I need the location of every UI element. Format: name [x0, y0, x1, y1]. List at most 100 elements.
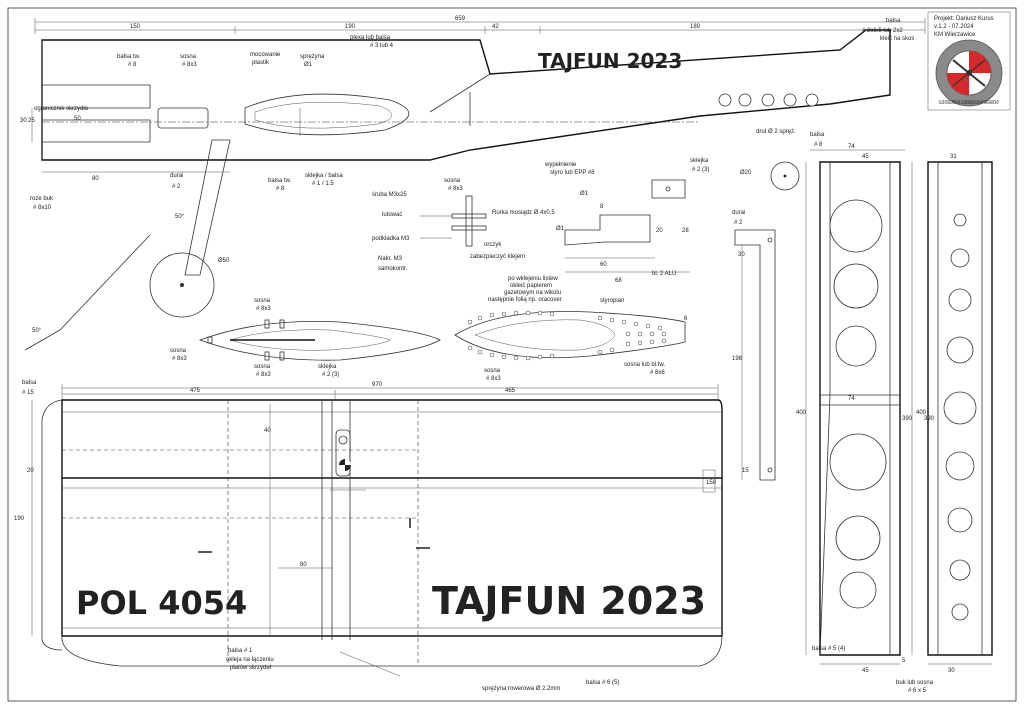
label-fin-buk-dim: # 6 x 5 — [908, 688, 927, 694]
dim-30r: 30 — [738, 252, 745, 258]
label-okleja2: płatów skrzydeł — [230, 665, 272, 671]
label-fin-balsa5: balsa # 5 (4) — [812, 646, 845, 652]
dim-8: 8 — [600, 204, 604, 210]
label-styropian: styropian — [600, 298, 624, 304]
label-fin-buk: buk lub sosna — [896, 680, 934, 686]
dim-25: 25 — [28, 118, 35, 124]
label-po-wklejeniu-3: gazetowym na wikolu — [504, 290, 561, 296]
club-logo-icon: KLUB MODELARSKI IM. EUGENIUSZA KULIKA W … — [935, 39, 1003, 107]
dim-fin-45b: 45 — [862, 668, 869, 674]
label-balsa-tw: balsa tw. — [117, 54, 141, 60]
label-sprezyna-rowerowa: sprężyna rowerowa Ø 2.2mm — [482, 686, 560, 692]
label-durai-right: durai — [732, 210, 745, 216]
dim-fin-5: 5 — [902, 658, 906, 664]
title-block: Projekt: Dariusz Kurus v.1.2 - 07.2024 K… — [927, 11, 1011, 111]
dim-fin-400b: 400 — [916, 410, 927, 416]
dim-50: 50 — [74, 116, 81, 122]
dim-150: 150 — [130, 24, 141, 30]
dim-wing-80: 80 — [300, 562, 307, 568]
label-durai: durai — [170, 173, 183, 179]
label-stab-sosna-d-dim: # 8x3 — [486, 376, 501, 382]
dim-198: 198 — [732, 356, 743, 362]
label-stab-sosna-b: sosna — [170, 348, 187, 354]
logo-ring-text: KLUB MODELARSKI IM. EUGENIUSZA KULIKA W … — [939, 100, 999, 106]
label-rurka: Rurka mosiądz Ø 4x0,5 — [492, 210, 555, 216]
label-okleja1: okleja na łączeniu — [226, 657, 274, 663]
dim-fin-390: 390 — [902, 416, 913, 422]
label-sosna-top-dim: # 8x3 — [182, 62, 197, 68]
label-zabezpieczyc: zabezpieczyć klejem — [470, 254, 525, 260]
sheet-frame — [7, 7, 1017, 702]
label-roze-buk: roze buk — [30, 196, 54, 202]
label-wypelnienie-dim: styro lub EPP #8 — [550, 170, 595, 176]
label-stab-sklejka: sklejka — [318, 364, 337, 370]
fuselage-title: TAJFUN 2023 — [538, 49, 682, 73]
fuselage-side-view: 659 150 190 42 189 30 25 50 80 ograniczn… — [20, 16, 926, 351]
title-line2: v.1.2 - 07.2024 — [934, 24, 974, 30]
dim-d1: Ø1 — [580, 191, 589, 197]
label-ogranicznik: ogranicznik skrzydła — [34, 106, 89, 112]
label-stab-sosna-d: sosna — [484, 368, 501, 374]
title-line1: Projekt: Dariusz Kurus — [934, 16, 994, 22]
wing-registration: POL 4054 — [76, 584, 247, 622]
label-sosna-mid-dim: # 8x3 — [448, 186, 463, 192]
label-balsa6: balsa # 6 (5) — [586, 680, 619, 686]
label-sklejka-balsa: sklejka / balsa — [305, 173, 343, 179]
angle-50a: 50° — [175, 214, 185, 220]
label-plexa: plexa lub balsa — [350, 35, 391, 41]
dim-30: 30 — [20, 118, 27, 124]
dim-15: 15 — [742, 468, 749, 474]
label-stab-sosna-e-dim: # 8x6 — [650, 370, 665, 376]
wing-title: TAJFUN 2023 — [432, 579, 706, 623]
label-po-wklejeniu-4: następnie folią np. oracover — [488, 297, 562, 303]
dim-d1b: Ø1 — [556, 226, 565, 232]
label-sklejka-small-dim: # 2 (3) — [692, 167, 709, 173]
dim-wheel-d50: Ø50 — [218, 258, 230, 264]
label-orczyk: orczyk — [484, 242, 502, 248]
title-line3: KM Wierzawice — [934, 32, 976, 38]
label-mocowanie: mocowanie — [250, 52, 281, 58]
dim-189: 189 — [690, 24, 701, 30]
label-durai-right-dim: # 2 — [734, 220, 743, 226]
label-sosna-top: sosna — [180, 54, 197, 60]
label-balsa-tail-dim: # 2x1.5 lub 2x2 — [862, 28, 903, 34]
label-lutowac: lutować — [382, 212, 402, 218]
dim-wing-190: 190 — [14, 516, 25, 522]
label-balsa-tw2-dim: # 8 — [276, 186, 285, 192]
wing-plan-view: 970 475 465 80 40 190 20 — [14, 380, 723, 692]
label-stab-sklejka-dim: # 2 (3) — [322, 372, 339, 378]
dim-fin-74b: 74 — [848, 396, 855, 402]
dim-d20: Ø20 — [740, 170, 752, 176]
label-sprezyna: sprężyna — [300, 54, 325, 60]
dim-wing-left: 475 — [190, 388, 201, 394]
label-nakr: Nakr. M3 — [378, 256, 403, 262]
label-balsa-fin-dim: # 8 — [814, 142, 823, 148]
dim-wing-20: 20 — [27, 468, 34, 474]
label-wypelnienie: wypełnienie — [544, 162, 577, 168]
stab-perforation — [467, 310, 667, 361]
label-durai-dim: # 2 — [172, 184, 181, 190]
dim-fuselage-total: 659 — [455, 16, 466, 22]
dim-190: 190 — [345, 24, 356, 30]
dim-fin-74: 74 — [848, 144, 855, 150]
label-sklejka-small: sklejka — [690, 158, 709, 164]
dim-wing-158: 158 — [706, 480, 717, 486]
label-plexa-dim: # 3 lub 4 — [370, 43, 394, 49]
dim-fin-390b: 390 — [924, 416, 935, 422]
dim-wing-40: 40 — [264, 428, 271, 434]
dim-42: 42 — [492, 24, 499, 30]
label-balsa-tail: balsa — [886, 18, 901, 24]
label-sklejka-balsa-dim: # 1 / 1.5 — [312, 181, 334, 187]
label-balsa1: balsa # 1 — [228, 648, 253, 654]
label-balsa15-dim: # 15 — [22, 390, 34, 396]
label-samokontr: samokontr. — [378, 266, 408, 272]
label-balsa-tw-dim: # 8 — [128, 62, 137, 68]
label-mocowanie-2: plastik — [252, 60, 270, 66]
dim-fin-30: 30 — [948, 668, 955, 674]
label-sruba: śruba M3x25 — [372, 192, 407, 198]
dim-60: 60 — [600, 262, 607, 268]
label-sprezyna-dim: Ø1 — [304, 62, 313, 68]
label-po-wklejeniu-2: okleić papierem — [510, 283, 552, 289]
